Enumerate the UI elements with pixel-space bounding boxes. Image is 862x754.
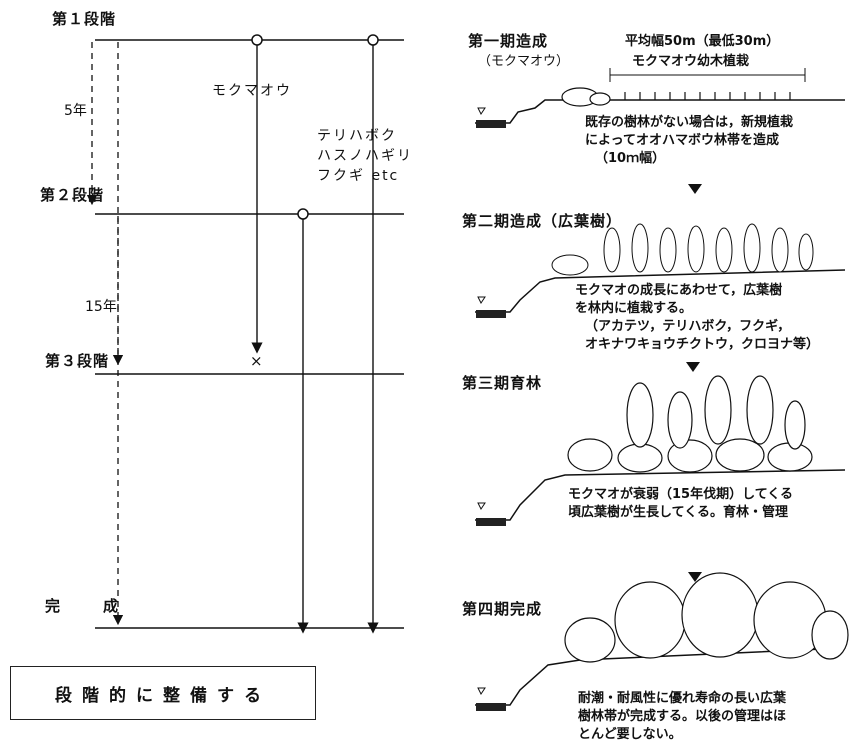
broadleaf-species-3: フクギ etc [317, 168, 400, 184]
phase2-note-line3: （アカテツ，テリハボク，フクギ， [585, 319, 791, 334]
phase1-note-line1: 既存の樹林がない場合は，新規植栽 [585, 115, 794, 130]
phase1-title: 第一期造成 [468, 32, 549, 50]
phase3-note: モクマオが衰弱（15年伐期）してくる 頃広葉樹が生長してくる。育林・管理 [568, 486, 793, 522]
broadleaf-species-2: ハスノハギリ [317, 148, 413, 164]
cross-mark: × [250, 352, 263, 370]
phase4-title: 第四期完成 [462, 600, 543, 618]
phase1-planting: モクマオウ幼木植栽 [632, 54, 750, 69]
phase4-note-line1: 耐潮・耐風性に優れ寿命の長い広葉 [578, 691, 787, 706]
phase2-note: モクマオの成長にあわせて，広葉樹 を林内に植栽する。 （アカテツ，テリハボク，フ… [575, 282, 819, 354]
broadleaf-start-circle [367, 34, 379, 46]
mokumaou-start-circle [251, 34, 263, 46]
staged-development-box: 段階的に整備する [10, 666, 316, 720]
phase2-title: 第二期造成（広葉樹） [462, 212, 623, 230]
phase2-note-line2: を林内に植栽する。 [575, 301, 693, 316]
phase2-note-line1: モクマオの成長にあわせて，広葉樹 [575, 283, 783, 298]
broadleaf-species-label: テリハボク ハスノハギリ フクギ etc [317, 126, 413, 186]
phase2-note-line4: オキナワキョウチクトウ，クロヨナ等） [585, 337, 820, 352]
phase4-note: 耐潮・耐風性に優れ寿命の長い広葉 樹林帯が完成する。以後の管理はほ とんど要しな… [578, 690, 786, 744]
broadleaf-species-1: テリハボク [317, 128, 397, 144]
phase3-note-line1: モクマオが衰弱（15年伐期）してくる [568, 487, 794, 502]
phase3-illustration [475, 375, 846, 526]
down-arrow-2 [686, 362, 700, 372]
mokumaou-label: モクマオウ [212, 83, 292, 99]
phase2-illustration [475, 223, 846, 318]
down-arrow-1 [688, 184, 702, 194]
phase3-note-line2: 頃広葉樹が生長してくる。育林・管理 [568, 505, 788, 520]
phase1-illustration [475, 68, 845, 128]
phase1-note: 既存の樹林がない場合は，新規植栽 によってオオハマボウ林帯を造成 （10ｍ幅） [585, 114, 793, 168]
stage1-label: 第１段階 [52, 10, 117, 28]
year5-label: 5年 [64, 103, 87, 119]
phase1-width-note: 平均幅50m（最低30m） [625, 34, 780, 49]
phase4-illustration [475, 572, 849, 711]
phase1-note-line3: （10ｍ幅） [595, 151, 666, 166]
phase1-subtitle: （モクマオウ） [478, 54, 570, 69]
phase4-note-line3: とんど要しない。 [578, 727, 682, 742]
phase1-note-line2: によってオオハマボウ林帯を造成 [585, 133, 779, 148]
stage2-label: 第２段階 [40, 186, 105, 204]
phase4-note-line2: 樹林帯が完成する。以後の管理はほ [578, 709, 787, 724]
down-arrow-3 [688, 572, 702, 582]
complete-label: 完 成 [45, 597, 133, 615]
stage2-start-circle [297, 208, 309, 220]
stage3-label: 第３段階 [45, 352, 110, 370]
phase3-title: 第三期育林 [462, 374, 543, 392]
year15-label: 15年 [85, 299, 117, 315]
